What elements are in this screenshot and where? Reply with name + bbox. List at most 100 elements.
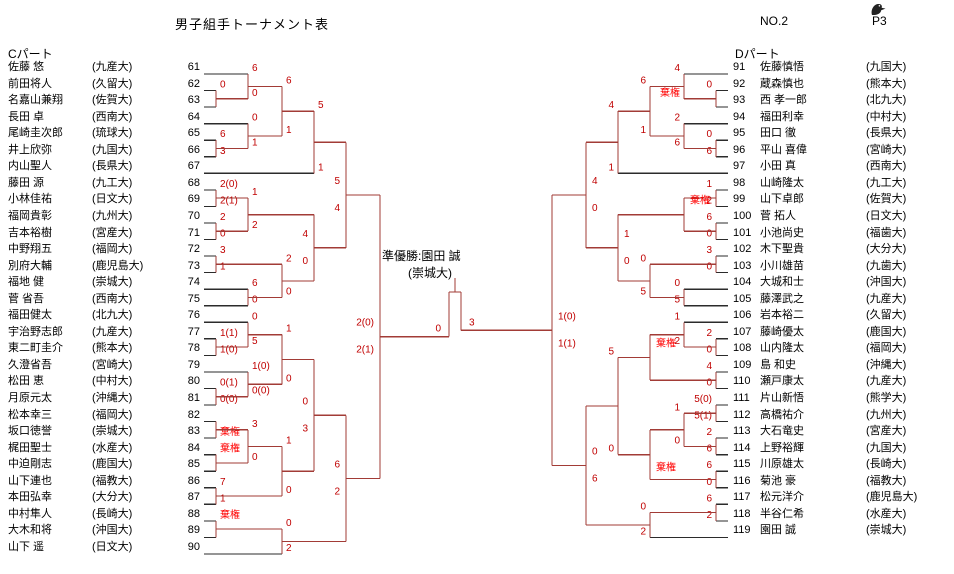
score-label: 1 bbox=[640, 125, 646, 136]
player-university: (福教大) bbox=[92, 474, 133, 487]
score-label: 0 bbox=[286, 373, 292, 384]
score-label: 2 bbox=[706, 510, 712, 521]
player-name: 菅 拓人 bbox=[760, 209, 797, 222]
player-name: 山崎隆太 bbox=[760, 176, 804, 189]
player-seed: 101 bbox=[733, 226, 752, 239]
score-label: 0 bbox=[608, 444, 614, 455]
score-label: 0 bbox=[706, 377, 712, 388]
forfeit-label: 棄権 bbox=[660, 86, 680, 99]
player-seed: 105 bbox=[733, 292, 752, 305]
player-seed: 71 bbox=[187, 226, 200, 239]
player-university: (崇城大) bbox=[866, 524, 907, 537]
score-label: 0 bbox=[220, 80, 226, 91]
score-label: 0 bbox=[624, 256, 630, 267]
forfeit-label: 棄権 bbox=[220, 442, 240, 455]
score-label: 1 bbox=[674, 311, 680, 322]
player-seed: 102 bbox=[733, 243, 752, 256]
score-label: 2(0) bbox=[220, 179, 238, 190]
player-university: (長崎大) bbox=[866, 458, 907, 471]
player-university: (宮崎大) bbox=[92, 358, 133, 371]
player-name: 尾崎圭次郎 bbox=[8, 127, 63, 140]
player-name: 中迫剛志 bbox=[8, 458, 52, 471]
section-label-c: Cパート bbox=[8, 47, 53, 61]
player-university: (崇城大) bbox=[92, 276, 133, 289]
player-seed: 116 bbox=[733, 474, 751, 487]
player-seed: 77 bbox=[187, 325, 200, 338]
player-name: 大城和士 bbox=[760, 276, 804, 289]
player-seed: 90 bbox=[187, 540, 200, 553]
score-label: 0 bbox=[640, 253, 646, 264]
player-seed: 64 bbox=[187, 110, 200, 123]
page-code: P3 bbox=[872, 14, 887, 28]
score-label: 2(1) bbox=[356, 345, 374, 356]
player-seed: 72 bbox=[187, 243, 200, 256]
score-label: 5 bbox=[318, 100, 324, 111]
player-university: (福歯大) bbox=[866, 226, 907, 239]
player-university: (北九大) bbox=[92, 309, 133, 322]
score-label: 5 bbox=[252, 336, 258, 347]
score-label: 2 bbox=[674, 113, 680, 124]
player-university: (西南大) bbox=[92, 292, 133, 305]
player-seed: 65 bbox=[187, 127, 200, 140]
score-label: 7 bbox=[220, 477, 226, 488]
player-seed: 100 bbox=[733, 209, 752, 222]
score-label: 0 bbox=[674, 278, 680, 289]
score-label: 0 bbox=[252, 113, 258, 124]
player-university: (九国大) bbox=[866, 441, 907, 454]
player-university: (九国大) bbox=[866, 61, 907, 73]
player-university: (宮産大) bbox=[92, 226, 133, 239]
forfeit-label: 棄権 bbox=[220, 508, 240, 521]
score-label: 0 bbox=[592, 447, 598, 458]
player-seed: 76 bbox=[187, 309, 200, 322]
player-seed: 119 bbox=[733, 524, 751, 537]
score-label: 1 bbox=[624, 229, 630, 240]
player-university: (沖縄大) bbox=[866, 358, 907, 371]
score-label: 1 bbox=[318, 162, 324, 173]
player-name: 福地 健 bbox=[8, 276, 45, 289]
score-label: 2 bbox=[706, 195, 712, 206]
player-name: 梶田聖士 bbox=[8, 441, 52, 454]
player-seed: 75 bbox=[187, 292, 200, 305]
score-label: 0(0) bbox=[252, 386, 270, 397]
player-seed: 94 bbox=[733, 110, 746, 123]
score-label: 6 bbox=[252, 278, 258, 289]
score-label: 2 bbox=[220, 212, 226, 223]
score-label: 0 bbox=[252, 311, 258, 322]
player-university: (西南大) bbox=[92, 110, 133, 123]
player-seed: 66 bbox=[187, 143, 200, 156]
player-university: (沖国大) bbox=[92, 524, 133, 537]
player-university: (九州大) bbox=[92, 209, 133, 222]
score-label: 0 bbox=[640, 502, 646, 513]
player-name: 藤澤武之 bbox=[760, 292, 804, 305]
player-name: 園田 誠 bbox=[760, 524, 797, 537]
player-name: 久澄省吾 bbox=[8, 358, 52, 371]
player-university: (福岡大) bbox=[92, 408, 133, 421]
score-label: 5(0) bbox=[694, 394, 712, 405]
player-name: 小田 真 bbox=[760, 160, 797, 173]
player-university: (鹿児島大) bbox=[92, 259, 144, 272]
forfeit-label: 棄権 bbox=[656, 336, 676, 349]
player-university: (佐賀大) bbox=[92, 94, 133, 107]
score-label: 1(0) bbox=[220, 344, 238, 355]
score-label: 6 bbox=[706, 444, 712, 455]
player-name: 東二町圭介 bbox=[8, 342, 63, 355]
score-label: 6 bbox=[286, 75, 292, 86]
score-label: 0(0) bbox=[220, 394, 238, 405]
player-name: 山下 遥 bbox=[8, 540, 45, 553]
score-label: 3 bbox=[252, 419, 258, 430]
score-label: 2(0) bbox=[356, 318, 374, 329]
score-label: 6 bbox=[706, 146, 712, 157]
score-label: 4 bbox=[334, 203, 340, 214]
player-seed: 84 bbox=[187, 441, 200, 454]
player-university: (九産大) bbox=[866, 375, 907, 388]
score-label: 3 bbox=[302, 423, 308, 434]
player-seed: 117 bbox=[733, 491, 751, 504]
player-name: 内山聖人 bbox=[8, 160, 52, 173]
player-seed: 103 bbox=[733, 259, 752, 272]
score-label: 0 bbox=[706, 262, 712, 273]
score-label: 0 bbox=[435, 324, 441, 335]
score-label: 2 bbox=[286, 543, 292, 554]
score-label: 2 bbox=[334, 486, 340, 497]
score-label: 6 bbox=[334, 459, 340, 470]
